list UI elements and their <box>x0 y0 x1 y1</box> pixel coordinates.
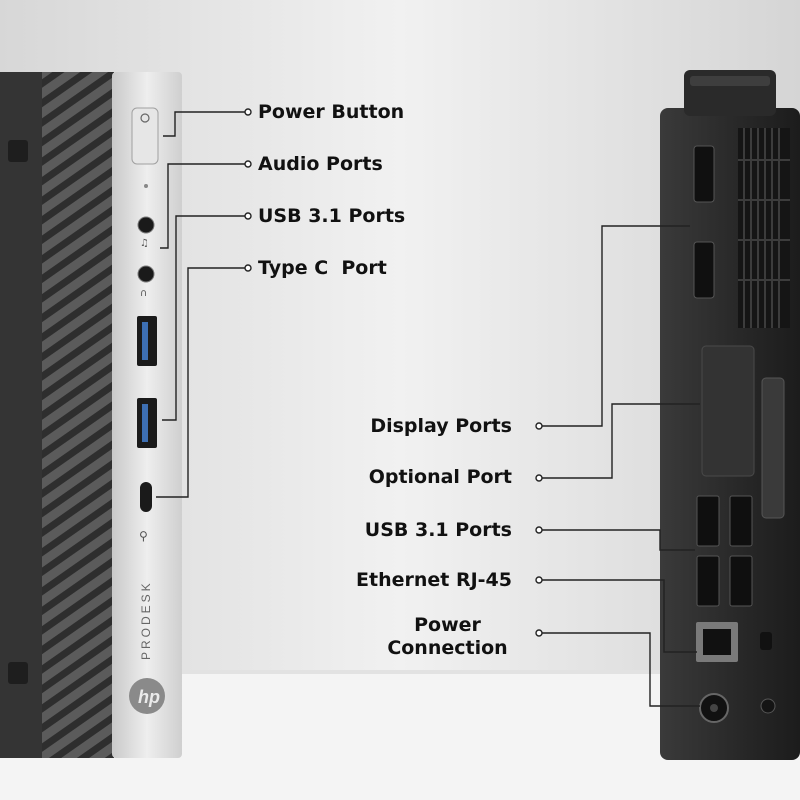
label-optional-port: Optional Port <box>368 466 512 488</box>
usb-icon: ⚲ <box>139 529 148 543</box>
rear-slide-latch <box>761 377 785 519</box>
line-display-ports <box>540 225 690 427</box>
label-audio-ports: Audio Ports <box>258 153 383 175</box>
label-usb-rear: USB 3.1 Ports <box>364 519 512 541</box>
rear-usb-3 <box>696 555 720 607</box>
ethernet-port-inner <box>703 629 731 655</box>
rear-lock-tab-highlight <box>690 76 770 86</box>
line-audio-ports <box>160 163 247 249</box>
usb-port-1-tongue <box>142 322 148 360</box>
line-type-c <box>156 267 247 498</box>
display-port-1 <box>693 145 715 203</box>
rear-usb-4 <box>729 555 753 607</box>
security-slot <box>760 632 772 650</box>
usb-port-2-tongue <box>142 404 148 442</box>
rear-usb-1 <box>696 495 720 547</box>
prodesk-brand: PRODESK <box>139 580 153 660</box>
usb-c-port <box>140 482 152 512</box>
label-power-button: Power Button <box>258 101 405 123</box>
callout-dots <box>244 108 543 637</box>
rear-vent-bars <box>738 128 790 328</box>
headphone-icon: ∩ <box>140 288 147 299</box>
power-icon <box>140 113 150 123</box>
side-slot-bottom <box>8 662 28 684</box>
rear-unit <box>660 70 800 760</box>
optional-port-cover <box>701 345 755 477</box>
line-usb-rear <box>540 529 695 551</box>
callout-lines <box>156 111 700 707</box>
power-connector-pin <box>710 704 718 712</box>
label-type-c: Type C Port <box>258 257 387 279</box>
line-optional-port <box>540 403 700 479</box>
display-port-2 <box>693 241 715 299</box>
label-ethernet: Ethernet RJ-45 <box>356 569 512 591</box>
power-button <box>131 107 159 165</box>
line-usb-front <box>162 215 247 421</box>
label-power-connection-line2: Connection <box>387 637 508 659</box>
label-usb-front: USB 3.1 Ports <box>258 205 406 227</box>
rear-usb-2 <box>729 495 753 547</box>
line-ethernet <box>540 579 697 653</box>
front-unit: ♫ ∩ ⚲ PRODESK hp <box>0 72 182 758</box>
headset-icon: ♫ <box>140 238 149 249</box>
audio-port-1 <box>137 216 155 234</box>
label-power-connection-line1: Power <box>414 614 481 636</box>
front-side-panel <box>0 72 44 758</box>
side-slot-top <box>8 140 28 162</box>
hp-logo-text: hp <box>138 687 160 707</box>
hp-logo <box>129 678 165 714</box>
shelf-edge <box>0 670 800 674</box>
label-display-ports: Display Ports <box>370 415 512 437</box>
front-vent-panel <box>42 72 114 758</box>
audio-port-2 <box>137 265 155 283</box>
line-power-connection <box>540 632 700 707</box>
status-led <box>144 184 148 188</box>
line-power-button <box>163 111 247 137</box>
label-power-connection: Power Connection <box>380 614 515 660</box>
rear-screw <box>760 698 776 714</box>
